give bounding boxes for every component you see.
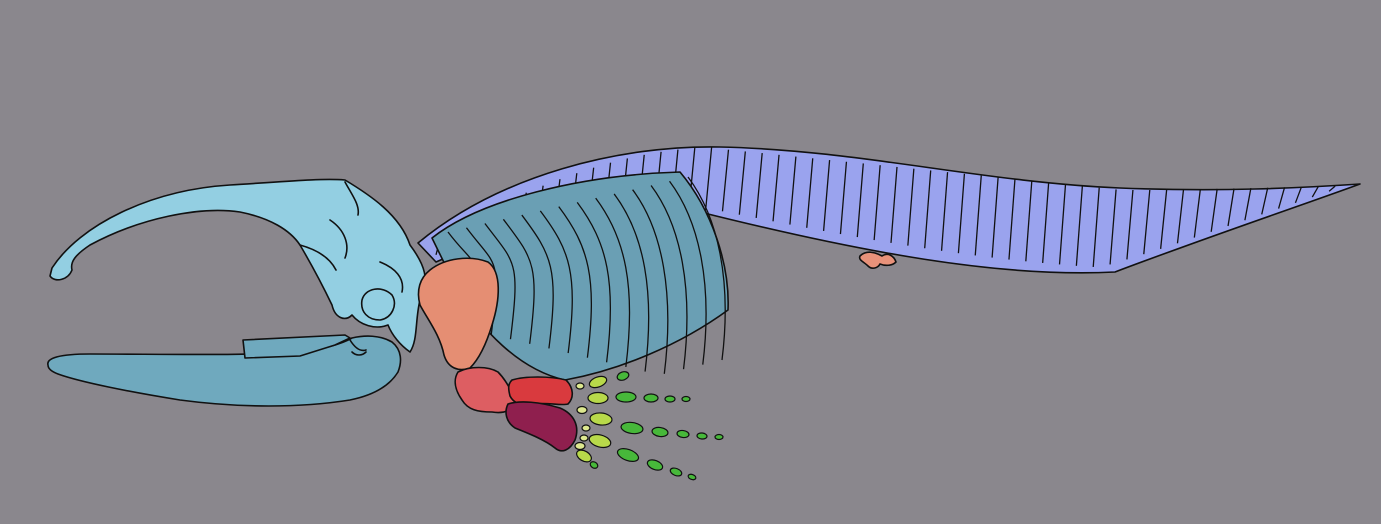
vertebra-line: [772, 154, 780, 222]
ulna: [505, 401, 578, 452]
lower-jaw: [47, 335, 402, 407]
vestigial-pelvis: [858, 251, 897, 269]
vertebra-line: [873, 165, 881, 241]
vertebra-line: [1126, 189, 1134, 260]
vertebra-line: [991, 177, 999, 258]
vertebra-line: [1159, 189, 1168, 249]
rib-lines: [447, 176, 726, 374]
metacarpal-bone: [588, 375, 608, 389]
rib-line: [632, 189, 669, 374]
carpal-bone: [575, 382, 585, 390]
vertebra-line: [721, 149, 730, 212]
vertebra-line: [1261, 187, 1269, 215]
vertebra-line: [1143, 189, 1151, 255]
rib-line: [613, 193, 650, 372]
rib-line: [669, 180, 707, 365]
rib-line: [687, 176, 726, 361]
vertebra-line: [907, 168, 915, 246]
rib-line: [558, 206, 592, 358]
phalanx-bone: [615, 391, 637, 403]
vertebra-line: [1109, 189, 1117, 265]
vertebra-line: [1058, 184, 1067, 265]
rib-line: [539, 210, 573, 354]
vertebra-line: [856, 163, 864, 238]
vertebra-line: [1328, 185, 1336, 192]
vertebra-line: [974, 175, 982, 256]
rib-line: [595, 197, 631, 368]
metacarpal-bone: [588, 433, 612, 449]
vertebra-line: [940, 172, 949, 251]
vertebra-line: [789, 156, 797, 225]
vertebra-line: [1227, 188, 1235, 227]
phalanx-bone: [714, 433, 724, 441]
carpal-bone: [579, 434, 589, 442]
rib-line: [576, 201, 612, 363]
vertebra-line: [1075, 185, 1084, 266]
skull: [49, 178, 426, 353]
scapula: [417, 257, 500, 371]
phalanx-bone: [589, 461, 599, 469]
vertebra-line: [890, 166, 898, 243]
rib-line: [502, 218, 535, 344]
phalanx-bone: [616, 371, 630, 381]
metacarpal-bone: [587, 391, 609, 405]
ribcage: [431, 171, 729, 381]
phalanx-bone: [616, 448, 640, 462]
metacarpal-bone: [576, 449, 592, 463]
vertebra-line: [1244, 187, 1252, 221]
vertebra-line: [924, 170, 932, 249]
phalanx-bone: [676, 429, 690, 439]
vertebra-line: [1193, 189, 1201, 238]
vertebra-line: [1311, 186, 1319, 198]
vertebra-line: [957, 173, 966, 254]
vertebra-line: [755, 153, 763, 219]
vertebra-line: [1294, 186, 1303, 204]
jaw-process: [242, 334, 351, 359]
carpal-bone: [576, 405, 588, 415]
vertebra-line: [1176, 189, 1185, 244]
vertebra-line: [839, 161, 848, 235]
skull-detail-lines: [299, 181, 404, 293]
flipper-digits: [574, 371, 724, 481]
phalanx-bone: [687, 473, 697, 481]
phalanx-bone: [669, 467, 683, 477]
humerus: [454, 366, 516, 414]
phalanx-bone: [651, 426, 669, 438]
phalanx-bone: [681, 395, 691, 403]
vertebra-line: [1008, 178, 1016, 260]
rib-line: [484, 223, 516, 340]
metacarpal-bone: [589, 412, 613, 426]
rib-line: [521, 214, 554, 349]
vertebra-line: [738, 151, 746, 215]
vertebra-line: [1092, 187, 1100, 267]
eye-socket: [360, 288, 396, 321]
radius: [507, 376, 574, 406]
vertebra-line: [1025, 180, 1033, 262]
phalanx-bone: [664, 395, 676, 403]
phalanx-bone: [643, 393, 659, 403]
phalanx-bone: [646, 459, 664, 471]
phalanx-bone: [696, 432, 708, 440]
jaw-detail-lines: [349, 339, 367, 356]
carpal-bone: [581, 424, 591, 432]
rib-line: [650, 185, 688, 370]
vertebra-line: [1277, 187, 1286, 209]
carpal-bone: [574, 441, 586, 451]
vertebra-line: [822, 159, 831, 231]
vertebra-line: [806, 158, 814, 228]
vertebra-line: [704, 147, 713, 211]
vertebra-line: [1210, 188, 1218, 232]
vertebra-line: [1042, 182, 1050, 264]
phalanx-bone: [620, 421, 644, 435]
